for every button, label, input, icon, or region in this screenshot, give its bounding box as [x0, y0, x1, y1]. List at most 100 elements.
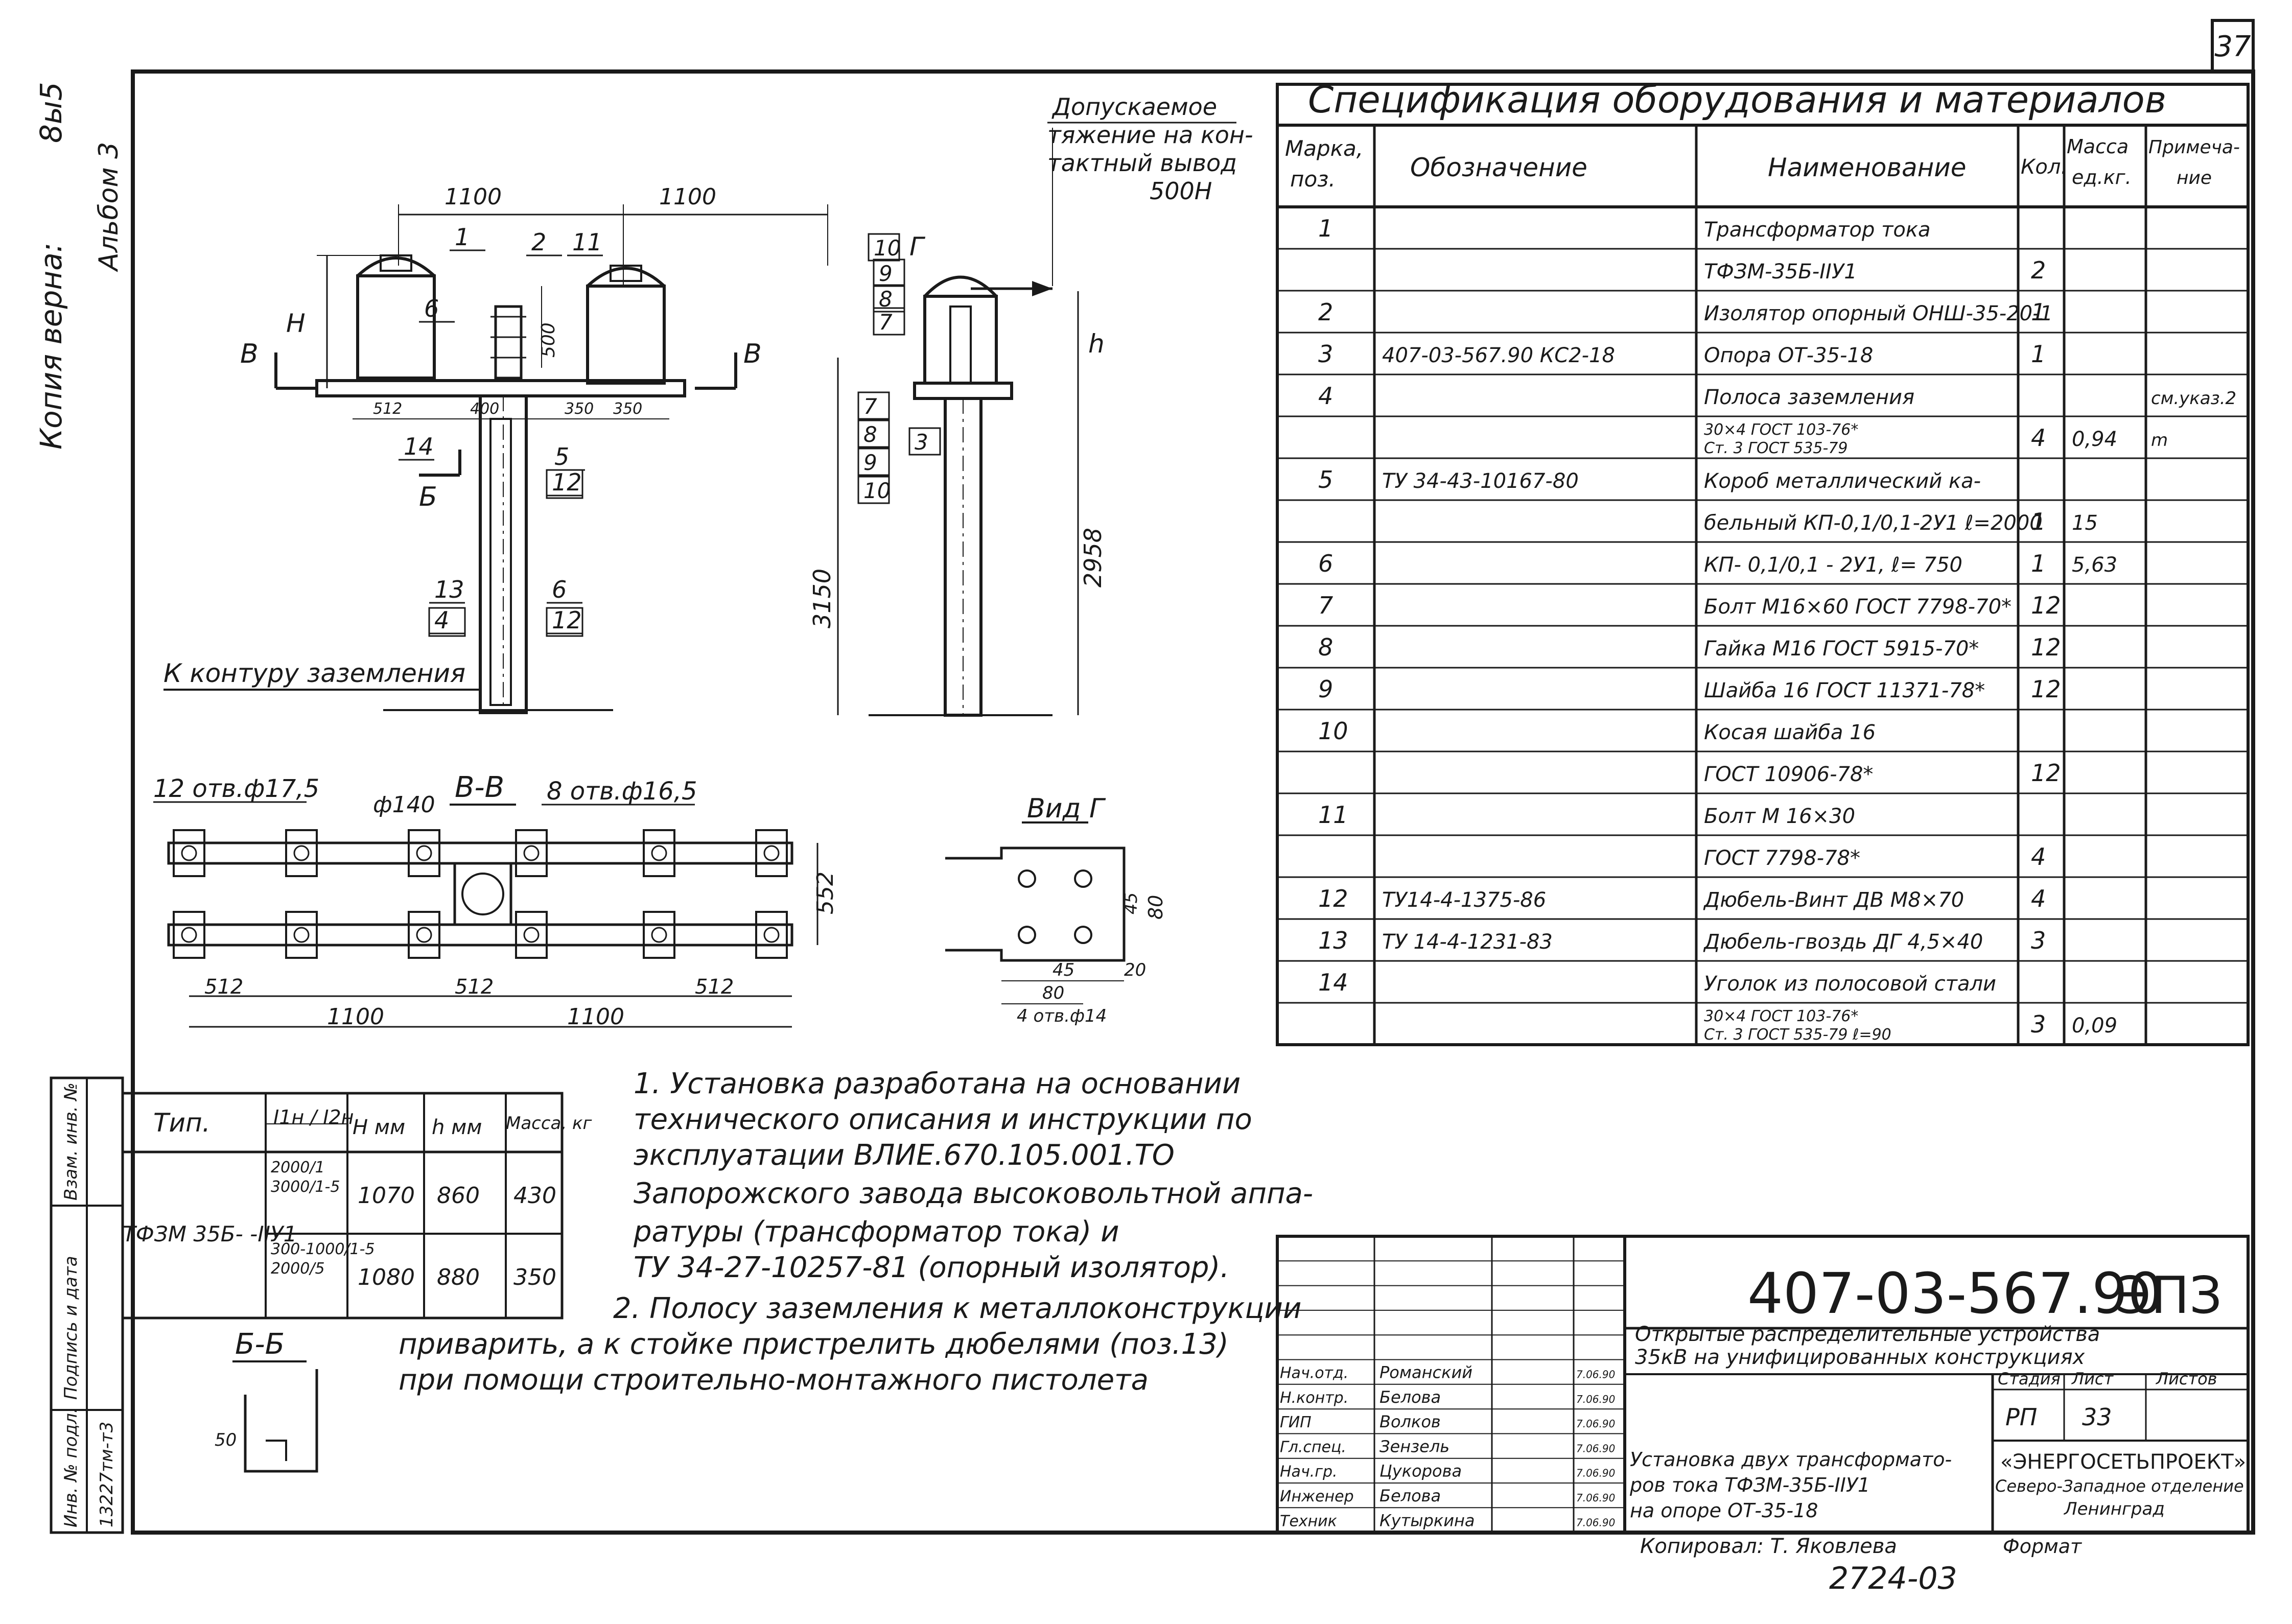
staff-role: ГИП — [1280, 1414, 1312, 1431]
sheet-number-box — [2211, 19, 2255, 73]
type-header: Тип. — [153, 1108, 211, 1138]
dim-1100-plan-b: 1100 — [567, 1004, 624, 1030]
dim-2958: 2958 — [1079, 528, 1107, 587]
spec-row-qty: 4 — [2031, 424, 2046, 452]
spec-header-name: Наименование — [1768, 153, 1967, 182]
staff-role: Гл.спец. — [1280, 1438, 1346, 1456]
org-branch: Северо-Западное отделение — [1995, 1476, 2244, 1496]
spec-row-name: Болт М 16×30 — [1704, 805, 1855, 828]
holes-8-label: 8 отв.ф16,5 — [547, 777, 697, 806]
spec-row-name-2: Ст. 3 ГОСТ 535-79 ℓ=90 — [1704, 1026, 1891, 1044]
spec-row-designation: ТУ 34-43-10167-80 — [1382, 469, 1579, 493]
copy-verified-label: Копия верна: — [34, 243, 68, 450]
dim-45: 45 — [1121, 892, 1141, 914]
dim-350-front-a: 350 — [565, 400, 594, 418]
spec-row-name: Изолятор опорный ОНШ-35-20-1 — [1704, 302, 2053, 325]
type-h: 880 — [437, 1264, 480, 1290]
spec-row-mark: 9 — [1318, 675, 1333, 703]
note-line: при помощи строительно-монтажного пистол… — [399, 1363, 1149, 1397]
spec-row-name: Дюбель-Винт ДВ М8×70 — [1703, 888, 1964, 912]
note-line: 2. Полосу заземления к металлоконструкци… — [613, 1292, 1301, 1325]
stage-label: Стадия — [1998, 1369, 2061, 1388]
spec-row-mark: 13 — [1318, 927, 1348, 954]
spec-row-mass: 0,94 — [2072, 428, 2117, 451]
section-b-left: В — [240, 339, 259, 369]
staff-role: Нач.гр. — [1280, 1463, 1338, 1481]
staff-name: Зензель — [1379, 1437, 1449, 1456]
spec-header-mark-2: поз. — [1290, 167, 1336, 192]
spec-row-mark: 6 — [1318, 550, 1333, 577]
cable-box — [489, 418, 512, 706]
spec-header-note: Примеча- — [2148, 137, 2240, 158]
sheet-label: Лист — [2071, 1369, 2114, 1388]
spec-row-name: Полоса заземления — [1704, 386, 1914, 409]
spec-row-qty: 1 — [2031, 550, 2046, 577]
stamp-number: 2724-03 — [1829, 1561, 1957, 1596]
spec-row-note: см.указ.2 — [2151, 388, 2236, 409]
copy-signature: 8ы5 — [34, 82, 68, 143]
spec-row-qty: 2 — [2031, 256, 2046, 284]
dim-h: h — [1088, 329, 1105, 359]
leader-front: 6 — [552, 576, 567, 603]
section-b-cut: Б — [419, 482, 437, 512]
mass-header: Масса, кг — [506, 1113, 593, 1134]
staff-role: Нач.отд. — [1280, 1364, 1348, 1382]
side-stamp-replace: Взам. инв. № — [61, 1082, 81, 1201]
current-header: I1н / I2н — [273, 1106, 354, 1128]
spec-row-mark: 14 — [1318, 969, 1348, 996]
spec-row-name: Шайба 16 ГОСТ 11371-78* — [1704, 679, 1985, 702]
spec-row-mark: 10 — [1318, 717, 1348, 745]
staff-role: Инженер — [1280, 1488, 1354, 1505]
dim-500: 500 — [538, 322, 559, 358]
spec-row-name: ГОСТ 7798-78* — [1704, 846, 1860, 870]
spec-row-designation: ТУ14-4-1375-86 — [1382, 888, 1546, 912]
spec-row-qty: 4 — [2031, 843, 2046, 870]
dim-H: H — [286, 309, 306, 338]
note-line: ратуры (трансформатор тока) и — [633, 1215, 1119, 1249]
leader-front: 6 — [424, 295, 439, 322]
dim-3150: 3150 — [808, 569, 836, 628]
view-g-title: Вид Г — [1027, 793, 1106, 824]
staff-name: Волков — [1379, 1412, 1441, 1431]
staff-role: Н.контр. — [1280, 1389, 1348, 1407]
title-block: 407-03-567.90 ЭПЗ Открытые распределител… — [1276, 1235, 2250, 1596]
leader-side: 9 — [879, 261, 893, 286]
doc-code: 407-03-567.90 — [1747, 1261, 2163, 1326]
staff-date: 7.06.90 — [1576, 1467, 1615, 1479]
type-name: ТФЗМ 35Б- -IIУ1 — [123, 1221, 297, 1246]
spec-row-name: Короб металлический ка- — [1704, 469, 1981, 493]
spec-row-mark: 7 — [1318, 592, 1333, 619]
drawing-title: Установка двух трансформато- ров тока ТФ… — [1629, 1448, 1958, 1522]
diam-140-label: ф140 — [373, 792, 435, 818]
spec-row-qty: 4 — [2031, 885, 2046, 912]
leader-front: 4 — [434, 606, 449, 634]
spec-row-mark: 2 — [1318, 298, 1333, 326]
spec-row-qty: 12 — [2031, 592, 2061, 619]
base-plate — [453, 862, 512, 926]
staff-date: 7.06.90 — [1576, 1369, 1615, 1381]
stage-value: РП — [2005, 1403, 2037, 1431]
doc-suffix: ЭПЗ — [2115, 1265, 2222, 1325]
note-line: приварить, а к стойке пристрелить дюбеля… — [399, 1328, 1229, 1361]
type-current: 2000/5 — [271, 1260, 325, 1278]
staff-name: Белова — [1379, 1387, 1441, 1407]
dim-1100-plan-a: 1100 — [327, 1004, 384, 1030]
spec-row-mark: 12 — [1318, 885, 1348, 912]
type-mass: 350 — [513, 1264, 556, 1290]
side-stamp-sign: Подпись и дата — [61, 1256, 81, 1400]
spec-row-qty: 12 — [2031, 675, 2061, 703]
spec-row-name: Косая шайба 16 — [1704, 721, 1876, 744]
spec-row-mass: 15 — [2072, 511, 2098, 535]
note-line: Запорожского завода высоковольтной аппа- — [634, 1177, 1313, 1210]
spec-row-name: бельный КП-0,1/0,1-2У1 ℓ=2000 — [1704, 511, 2043, 535]
spec-row-note: m — [2151, 430, 2168, 451]
spec-row-mass: 0,09 — [2072, 1014, 2117, 1038]
spec-header-note-2: ние — [2177, 168, 2212, 189]
spec-row-name: ТФЗМ-35Б-ІІУ1 — [1704, 260, 1857, 284]
staff-date: 7.06.90 — [1576, 1442, 1615, 1454]
album-label: Альбом 3 — [93, 142, 124, 272]
dim-512-plan-a: 512 — [204, 975, 243, 999]
